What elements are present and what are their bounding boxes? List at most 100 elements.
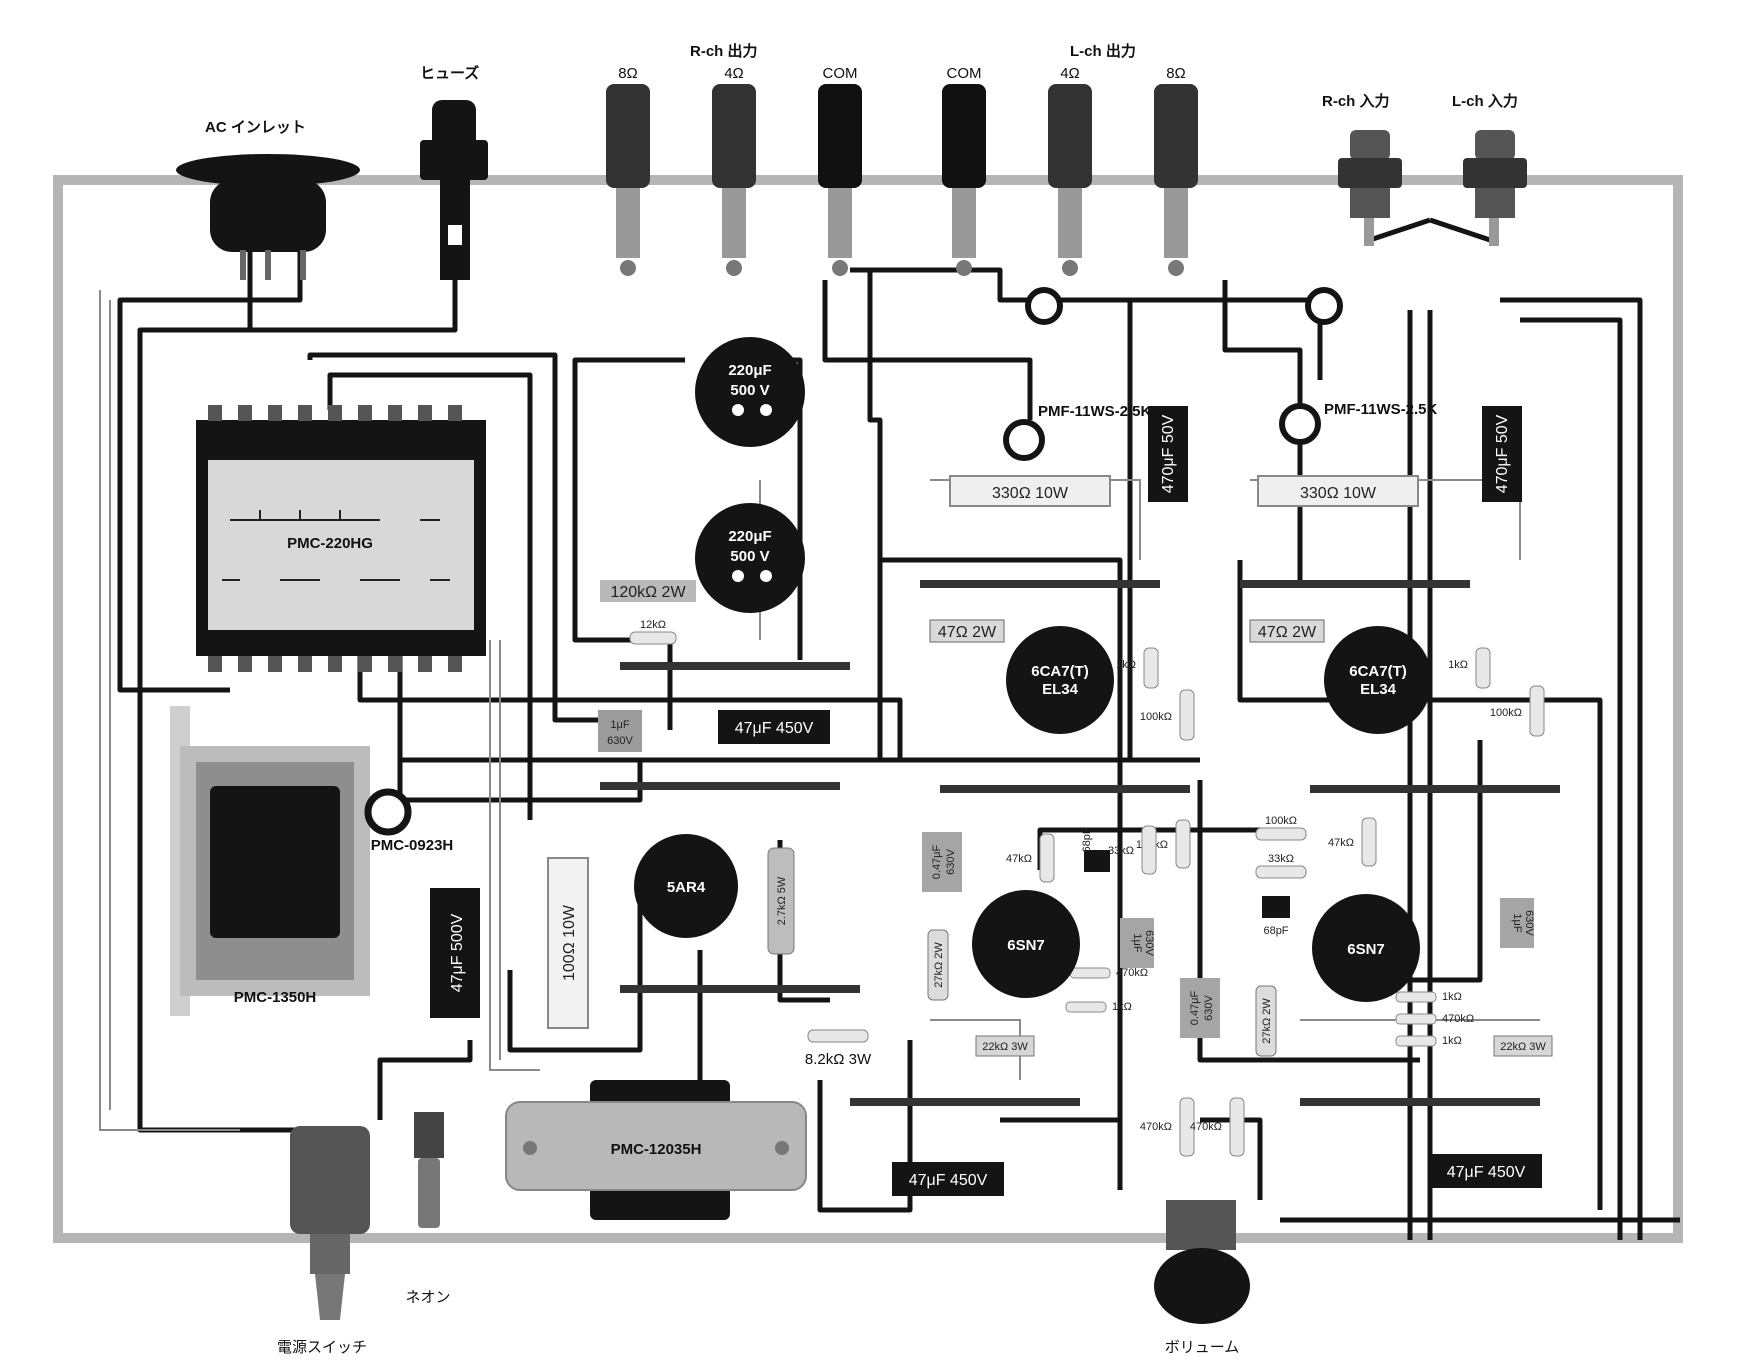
label-rch-out: R-ch 出力 — [690, 42, 758, 60]
cap-68pf-b: 68pF — [1262, 896, 1290, 937]
choke-pmc-1350h: PMC-1350H — [170, 706, 370, 1016]
resistor-label: 47Ω 2W — [1258, 624, 1317, 641]
resistor-27k-2w-a: 27kΩ 2W — [927, 929, 949, 1001]
cap-label: 47μF 450V — [1447, 1164, 1526, 1181]
cap-label: 0.47μF — [931, 844, 943, 879]
volume-label: ボリューム — [1165, 1339, 1240, 1356]
resistor-label: 100kΩ — [1265, 815, 1297, 827]
cap-label: 630V — [1523, 910, 1535, 936]
tube-label: 6CA7(T) — [1031, 663, 1089, 680]
resistor-label: 27kΩ 2W — [933, 942, 945, 988]
resistor-label: 2.7kΩ 5W — [776, 876, 788, 925]
rca-jack-r — [1338, 130, 1402, 246]
resistor-8-2k: 8.2kΩ 3W — [805, 1029, 872, 1068]
resistor-33k-b: 33kΩ — [1255, 853, 1307, 879]
resistor-1k-a: 1kΩ — [1116, 647, 1159, 689]
tube-6ca7-b: 6CA7(T) EL34 — [1324, 626, 1432, 734]
resistor-label: 470kΩ — [1116, 967, 1148, 979]
terminal-label: 8Ω — [618, 65, 638, 82]
terminal-8ohm-r — [606, 84, 650, 276]
resistor-470k-d: 470kΩ — [1395, 1013, 1474, 1025]
cap-label: 47μF 450V — [735, 720, 814, 737]
cap-47uf-450v-a: 47μF 450V — [718, 710, 830, 744]
cap-68pf-a: 68pF — [1081, 827, 1110, 872]
resistor-label: 1kΩ — [1442, 1035, 1462, 1047]
cap-label: 500 V — [730, 548, 769, 565]
cap-220uf-top: 220μF 500 V — [695, 337, 805, 447]
terminal-label: 4Ω — [724, 65, 744, 82]
tube-label: 5AR4 — [667, 879, 706, 896]
cap-label: 500 V — [730, 382, 769, 399]
resistor-label: 100Ω 10W — [561, 904, 578, 981]
output-terminals: 8Ω 4Ω COM COM 4Ω 8Ω — [606, 65, 1198, 276]
cap-47uf-500v: 47μF 500V — [430, 888, 480, 1018]
volume-pot[interactable]: ボリューム — [1154, 1200, 1250, 1356]
terminal-label: COM — [947, 65, 982, 82]
input-jacks — [1338, 130, 1527, 246]
resistor-100k-a: 100kΩ — [1140, 689, 1195, 741]
terminal-label: COM — [823, 65, 858, 82]
cap-label: 470μF 50V — [1160, 414, 1177, 493]
resistor-label: 33kΩ — [1108, 845, 1134, 857]
cap-1uf-630v-b: 1μF 630V — [1120, 918, 1155, 968]
cap-label: 220μF — [728, 528, 771, 545]
resistor-label: 27kΩ 2W — [1261, 998, 1273, 1044]
power-transformer: PMC-220HG — [196, 405, 486, 672]
pmf-label: PMF-11WS-2.5K — [1038, 403, 1152, 420]
tube-6ca7-a: 6CA7(T) EL34 — [1006, 626, 1114, 734]
label-ac-inlet: AC インレット — [205, 119, 306, 136]
resistor-33k-a: 33kΩ — [1108, 825, 1157, 875]
resistor-label: 22kΩ 3W — [982, 1041, 1028, 1053]
cap-1uf-630v-a: 1μF 630V — [598, 710, 642, 752]
resistor-label: 470kΩ — [1190, 1121, 1222, 1133]
resistor-100k-b: 100kΩ — [1490, 685, 1545, 737]
tube-6sn7-a: 6SN7 — [972, 890, 1080, 998]
transformer-label: PMC-220HG — [287, 535, 373, 552]
cap-1uf-630v-c: 1μF 630V — [1500, 898, 1535, 948]
resistor-label: 120kΩ 2W — [610, 584, 686, 601]
output-clips — [1025, 287, 1343, 325]
terminal-com-l — [942, 84, 986, 276]
choke-pmc-12035h: PMC-12035H — [505, 1080, 807, 1220]
resistor-label: 1kΩ — [1442, 991, 1462, 1003]
resistor-100k-d: 100kΩ — [1255, 815, 1307, 841]
resistor-label: 33kΩ — [1268, 853, 1294, 865]
resistor-47k-a: 47kΩ — [1006, 833, 1055, 883]
choke-label: PMC-12035H — [611, 1141, 702, 1158]
cap-label: 1μF — [1511, 913, 1523, 932]
cap-470uf-50v-a: 470μF 50V — [1148, 406, 1188, 502]
resistor-label: 47kΩ — [1006, 853, 1032, 865]
fuse-holder — [420, 100, 488, 280]
resistor-27k-2w-b: 27kΩ 2W — [1255, 985, 1277, 1057]
rca-jack-l — [1463, 130, 1527, 246]
resistor-label: 47kΩ — [1328, 837, 1354, 849]
resistor-label: 100kΩ — [1490, 707, 1522, 719]
cap-47uf-450v-b: 47μF 450V — [892, 1162, 1004, 1196]
tube-label: EL34 — [1360, 681, 1397, 698]
cap-47uf-450v-c: 47μF 450V — [1430, 1154, 1542, 1188]
resistor-1k-b: 1kΩ — [1448, 647, 1491, 689]
pmf-terminal-b: PMF-11WS-2.5K — [1279, 401, 1438, 445]
power-switch[interactable]: 電源スイッチ — [277, 1126, 370, 1356]
neon-label: ネオン — [405, 1289, 450, 1306]
resistor-1k-e: 1kΩ — [1395, 1035, 1462, 1047]
cap-label: 47μF 450V — [909, 1172, 988, 1189]
resistor-label: 47Ω 2W — [938, 624, 997, 641]
pmf-label: PMF-11WS-2.5K — [1324, 401, 1438, 418]
resistor-22k-a: 22kΩ 3W — [975, 1035, 1035, 1057]
resistor-label: 330Ω 10W — [992, 485, 1069, 502]
cap-label: 1μF — [610, 719, 629, 731]
resistor-2-7k-5w: 2.7kΩ 5W — [767, 847, 795, 955]
choke-small-label: PMC-0923H — [371, 837, 454, 854]
cap-470uf-50v-b: 470μF 50V — [1482, 406, 1522, 502]
tube-label: 6CA7(T) — [1349, 663, 1407, 680]
resistor-label: 470kΩ — [1442, 1013, 1474, 1025]
resistor-label: 100kΩ — [1140, 711, 1172, 723]
cap-label: 68pF — [1081, 827, 1093, 852]
resistor-label: 330Ω 10W — [1300, 485, 1377, 502]
terminal-label: 4Ω — [1060, 65, 1080, 82]
resistor-label: 470kΩ — [1140, 1121, 1172, 1133]
cap-0-47uf-b: 0.47μF 630V — [1180, 978, 1220, 1038]
resistor-1k-d: 1kΩ — [1395, 991, 1462, 1003]
ac-inlet — [176, 154, 360, 280]
